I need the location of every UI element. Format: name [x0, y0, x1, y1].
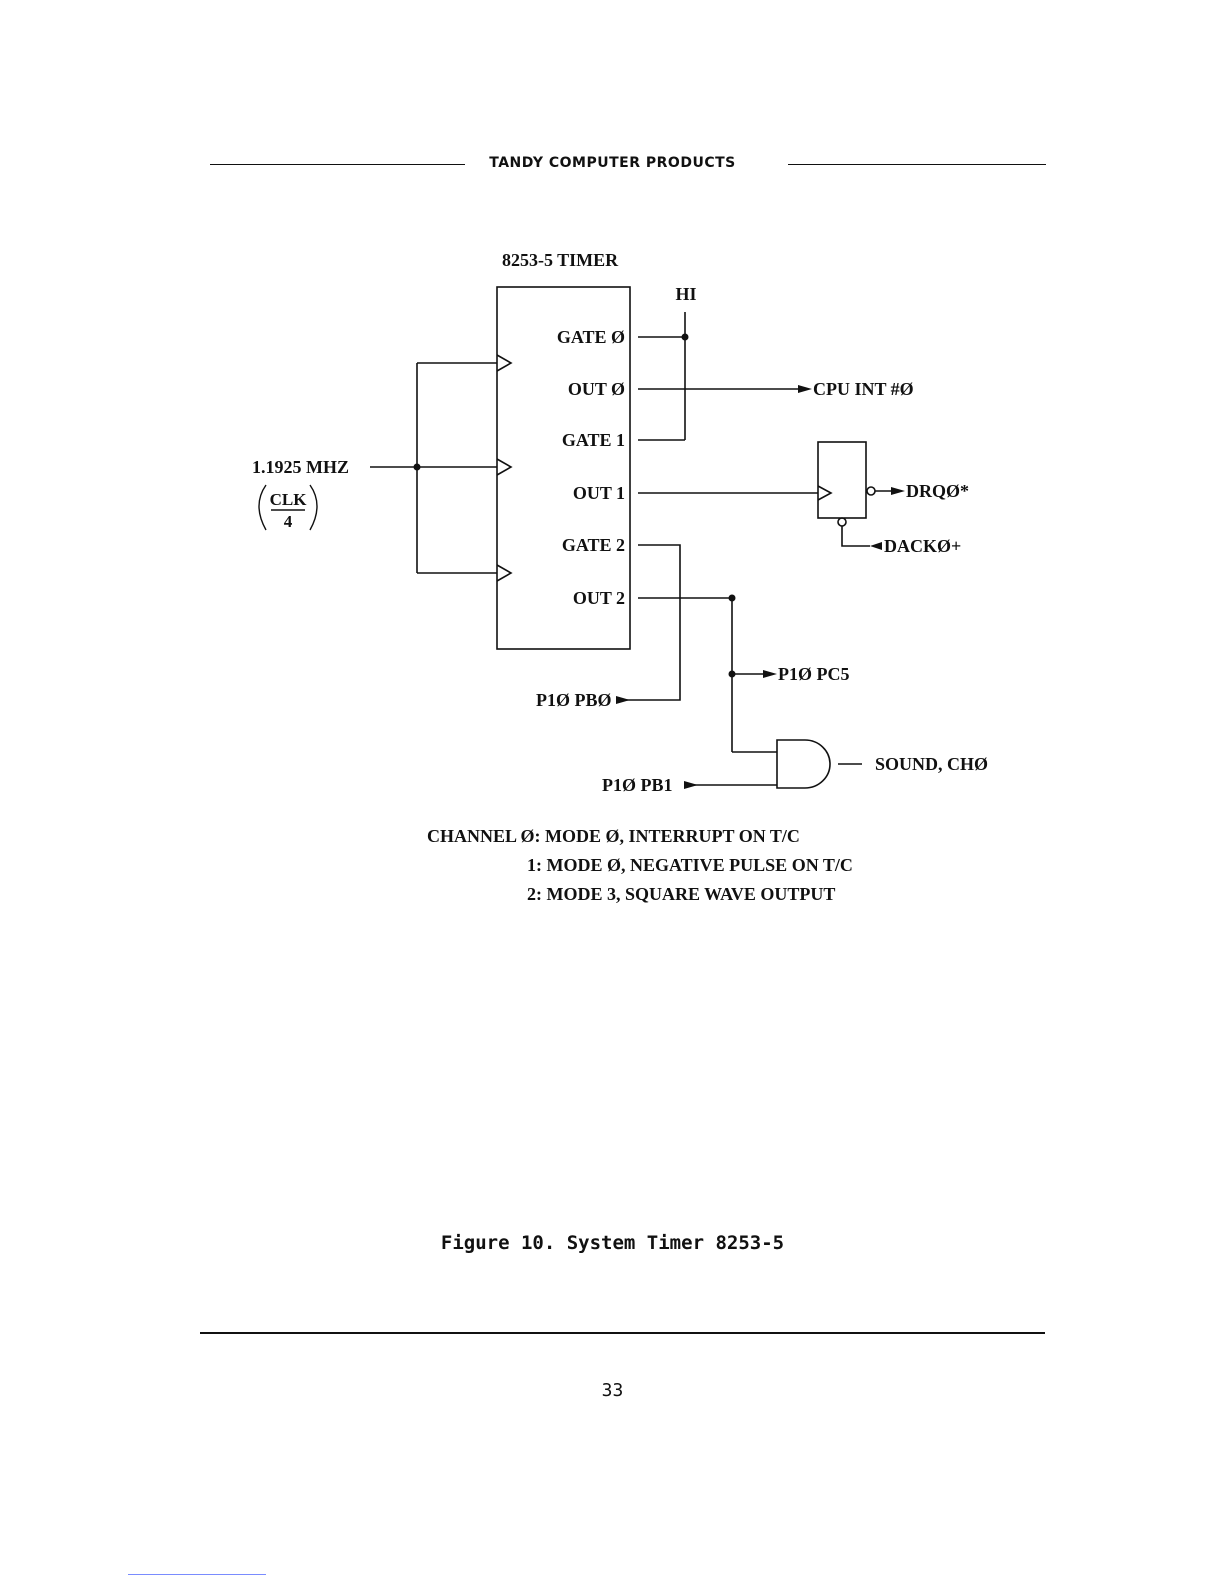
mode-line-channel-1: 1: MODE Ø, NEGATIVE PULSE ON T/C	[527, 855, 853, 876]
flip-flop-clock-triangle	[818, 486, 831, 500]
clk-right-paren	[310, 485, 317, 530]
pin-out0: OUT Ø	[568, 379, 625, 399]
sound-label: SOUND, CHØ	[875, 754, 988, 774]
arrowhead-drq	[891, 487, 905, 495]
flip-flop-box	[818, 442, 866, 518]
page-number: 33	[0, 1380, 1225, 1401]
cpu-int-label: CPU INT #Ø	[813, 379, 914, 399]
arrowhead-pb1	[684, 781, 698, 789]
running-header: TANDY COMPUTER PRODUCTS	[0, 155, 1225, 171]
dack-wire	[842, 526, 870, 546]
clock-triangle-1	[497, 459, 511, 475]
arrowhead-pb0	[616, 696, 630, 704]
pin-gate0: GATE Ø	[557, 327, 625, 347]
clk-denominator: 4	[284, 512, 293, 531]
pin-gate2: GATE 2	[562, 535, 625, 555]
arrowhead-dack	[870, 542, 882, 550]
junction-dot-clock	[414, 464, 421, 471]
pin-out1: OUT 1	[573, 483, 625, 503]
pin-gate1: GATE 1	[562, 430, 625, 450]
pb1-label: P1Ø PB1	[602, 775, 673, 795]
header-rule-right	[788, 164, 1046, 165]
pc5-label: P1Ø PC5	[778, 664, 850, 684]
pb0-label: P1Ø PBØ	[536, 690, 612, 710]
mode-line-channel-0: CHANNEL Ø: MODE Ø, INTERRUPT ON T/C	[427, 826, 800, 847]
mode-line-channel-2: 2: MODE 3, SQUARE WAVE OUTPUT	[527, 884, 835, 905]
clock-frequency-label: 1.1925 MHZ	[252, 457, 349, 477]
drq-inversion-bubble	[867, 487, 875, 495]
junction-dot-hi	[682, 334, 689, 341]
clock-triangle-2	[497, 565, 511, 581]
drq-label: DRQØ*	[906, 481, 969, 501]
clk-left-paren	[259, 485, 266, 530]
junction-dot-pc5	[729, 671, 736, 678]
figure-caption: Figure 10. System Timer 8253-5	[0, 1232, 1225, 1254]
clock-triangle-0	[497, 355, 511, 371]
dack-label: DACKØ+	[884, 536, 961, 556]
pin-out2: OUT 2	[573, 588, 625, 608]
hi-label: HI	[675, 284, 696, 304]
timer-title: 8253-5 TIMER	[502, 250, 619, 270]
scan-artifact-line	[128, 1574, 266, 1575]
arrowhead-pc5	[763, 670, 777, 678]
timer-circuit-diagram: 8253-5 TIMER HI GATE Ø OUT Ø GATE 1 OUT …	[0, 240, 1225, 1060]
footer-rule	[200, 1332, 1045, 1334]
clk-numerator: CLK	[270, 490, 308, 509]
arrowhead-cpu-int	[798, 385, 812, 393]
dack-inversion-bubble	[838, 518, 846, 526]
junction-dot-out2	[729, 595, 736, 602]
and-gate	[777, 740, 830, 788]
